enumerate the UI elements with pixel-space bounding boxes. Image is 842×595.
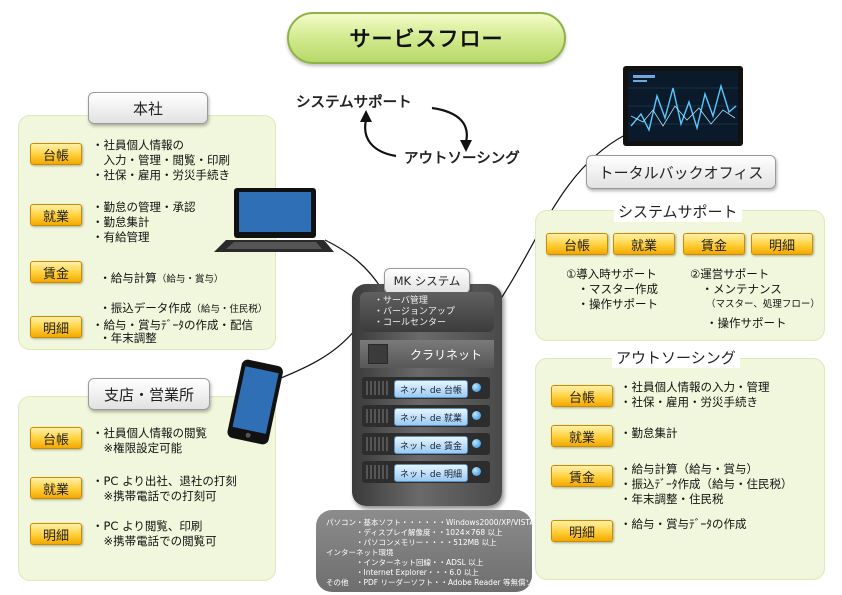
ss-operation-support-note: （マスター、処理フロー） bbox=[706, 299, 820, 310]
honsha-chingin-end: ・年末調整 bbox=[99, 331, 157, 345]
net-de-chingin-label: ネット de 賃金 bbox=[394, 436, 468, 454]
honsha-daicho-text: ・社員個人情報の 入力・管理・閲覧・印刷 ・社保・雇用・労災手続き bbox=[92, 138, 230, 182]
clarinet-name: クラリネット bbox=[410, 347, 483, 362]
net-de-daicho-label: ネット de 台帳 bbox=[394, 380, 468, 398]
ss-chingin-button[interactable]: 賃金 bbox=[683, 233, 745, 255]
service-flow-title: サービスフロー bbox=[287, 12, 566, 64]
server-line-1: ・サーバ管理 bbox=[374, 296, 428, 306]
server-line-3: ・コールセンター bbox=[374, 318, 447, 328]
os-meisai-text: ・給与・賞与ﾃﾞｰﾀの作成 bbox=[620, 517, 747, 531]
server-slot-shugyo[interactable]: ネット de 就業 bbox=[362, 405, 490, 427]
spec-box: パソコン・基本ソフト・・・・・・Windows2000/XP/VISTA ・ディ… bbox=[316, 510, 549, 592]
vent-grille bbox=[366, 409, 390, 423]
ss-operation-support-end: ・操作サポート bbox=[706, 316, 787, 330]
os-chingin-button[interactable]: 賃金 bbox=[551, 465, 613, 487]
shiten-shugyo-text: ・PC より出社、退社の打刻 ※携帯電話での打刻可 bbox=[92, 474, 237, 503]
shiten-daicho-text: ・社員個人情報の閲覧 ※権限設定可能 bbox=[92, 426, 207, 455]
server-line-2: ・バージョンアップ bbox=[374, 307, 455, 317]
clarinet-panel: クラリネット bbox=[360, 340, 494, 368]
net-de-meisai-label: ネット de 明細 bbox=[394, 464, 468, 482]
spec-line-6: ・Internet Explorer・・・6.0 以上 bbox=[326, 568, 479, 577]
honsha-chingin-main: ・給与計算 bbox=[99, 271, 157, 285]
os-shugyo-button[interactable]: 就業 bbox=[551, 425, 613, 447]
server-service-panel: ・サーバ管理 ・バージョンアップ ・コールセンター bbox=[360, 292, 494, 332]
spec-line-5: ・インターネット回線・・ADSL 以上 bbox=[326, 558, 484, 567]
led-icon bbox=[472, 383, 481, 392]
ss-intro-support-text: ①導入時サポート ・マスター作成 ・操作サポート bbox=[566, 267, 658, 311]
cycle-outsourcing-label: アウトソーシング bbox=[404, 151, 520, 167]
os-daicho-button[interactable]: 台帳 bbox=[551, 385, 613, 407]
shiten-daicho-button[interactable]: 台帳 bbox=[30, 427, 82, 449]
led-icon bbox=[472, 411, 481, 420]
spec-line-4: インターネット環境 bbox=[326, 548, 394, 557]
monitor-chart-icon bbox=[623, 66, 743, 146]
system-support-panel-label: システムサポート bbox=[614, 201, 742, 222]
system-support-panel bbox=[535, 210, 825, 341]
spec-line-7: その他 ・PDF リーダーソフト・・Adobe Reader 等無償ソフト bbox=[326, 578, 549, 587]
shiten-meisai-text: ・PC より閲覧、印刷 ※携帯電話での閲覧可 bbox=[92, 519, 217, 548]
server-slot-chingin[interactable]: ネット de 賃金 bbox=[362, 433, 490, 455]
vent-grille bbox=[366, 437, 390, 451]
net-de-shugyo-label: ネット de 就業 bbox=[394, 408, 468, 426]
vent-grille bbox=[366, 465, 390, 479]
honsha-chingin-main-note: （給与・賞与） bbox=[156, 274, 224, 285]
led-icon bbox=[472, 467, 481, 476]
honsha-meisai-text: ・給与・賞与ﾃﾞｰﾀの作成・配信 bbox=[92, 318, 253, 332]
os-daicho-text: ・社員個人情報の入力・管理 ・社保・雇用・労災手続き bbox=[620, 380, 770, 409]
drive-bay-icon bbox=[368, 344, 388, 364]
spec-line-1: パソコン・基本ソフト・・・・・・Windows2000/XP/VISTA bbox=[326, 518, 535, 527]
ss-daicho-button[interactable]: 台帳 bbox=[546, 233, 608, 255]
shiten-shugyo-button[interactable]: 就業 bbox=[30, 477, 82, 499]
honsha-chingin-sub-note: （給与・住民税） bbox=[191, 304, 268, 315]
shiten-meisai-button[interactable]: 明細 bbox=[30, 523, 82, 545]
os-meisai-button[interactable]: 明細 bbox=[551, 520, 613, 542]
ss-operation-support-text: ②運営サポート ・メンテナンス bbox=[690, 267, 782, 296]
laptop-icon bbox=[214, 188, 334, 252]
server-slot-meisai[interactable]: ネット de 明細 bbox=[362, 461, 490, 483]
mk-system-label: MK システム bbox=[384, 268, 470, 294]
honsha-chingin-text: ・給与計算（給与・賞与） ・振込データ作成（給与・住民税） ・年末調整 bbox=[92, 256, 267, 346]
honsha-meisai-button[interactable]: 明細 bbox=[30, 316, 82, 338]
led-icon bbox=[472, 439, 481, 448]
shiten-label: 支店・営業所 bbox=[88, 378, 210, 410]
server-slot-daicho[interactable]: ネット de 台帳 bbox=[362, 377, 490, 399]
honsha-daicho-button[interactable]: 台帳 bbox=[30, 143, 82, 165]
spec-line-2: ・ディスプレイ解像度・・1024×768 以上 bbox=[326, 528, 503, 537]
os-shugyo-text: ・勤怠集計 bbox=[620, 426, 678, 440]
spec-line-3: ・パソコンメモリー・・・・512MB 以上 bbox=[326, 538, 497, 547]
honsha-label: 本社 bbox=[88, 92, 208, 124]
honsha-chingin-button[interactable]: 賃金 bbox=[30, 261, 82, 283]
tablet-icon bbox=[227, 359, 283, 445]
ss-shugyo-button[interactable]: 就業 bbox=[613, 233, 675, 255]
outsourcing-panel-label: アウトソーシング bbox=[612, 347, 740, 368]
honsha-shugyo-text: ・勤怠の管理・承認 ・勤怠集計 ・有給管理 bbox=[92, 200, 196, 244]
honsha-shugyo-button[interactable]: 就業 bbox=[30, 204, 82, 226]
os-chingin-text: ・給与計算（給与・賞与） ・振込ﾃﾞｰﾀ作成（給与・住民税） ・年末調整・住民税 bbox=[620, 462, 793, 506]
ss-meisai-button[interactable]: 明細 bbox=[751, 233, 813, 255]
cycle-system-support-label: システムサポート bbox=[296, 95, 412, 111]
honsha-chingin-sub: ・振込データ作成 bbox=[99, 301, 192, 315]
vent-grille bbox=[366, 381, 390, 395]
total-back-office-label: トータルバックオフィス bbox=[586, 155, 776, 189]
